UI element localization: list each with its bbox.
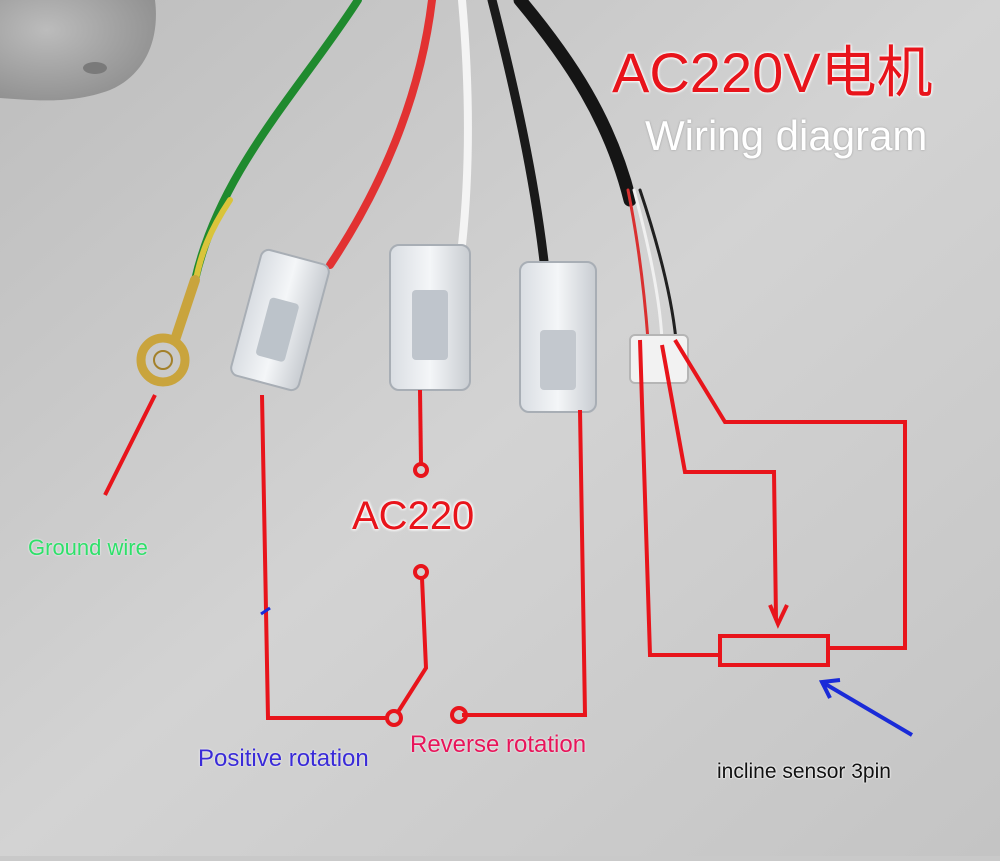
supply-terminal-bottom — [413, 564, 429, 580]
black-wire — [487, 0, 550, 275]
reverse-rotation-label: Reverse rotation — [410, 731, 587, 758]
page-title: AC220V电机 — [612, 41, 933, 104]
ground-pointer-line — [103, 394, 157, 496]
blue-tick-mark — [260, 606, 271, 616]
motor-housing — [0, 0, 156, 101]
ground-wire-label: Ground wire — [28, 535, 148, 560]
sensor-wire-black — [638, 188, 678, 342]
connector-white — [389, 244, 471, 391]
positive-rotation-label: Positive rotation — [198, 745, 369, 772]
switch-contact-reverse — [450, 706, 468, 724]
sensor-wire-white — [632, 188, 664, 342]
schematic — [103, 338, 907, 727]
sensor-pointer-arrow — [818, 678, 914, 737]
connector-red — [230, 248, 330, 392]
red-wire — [326, 0, 436, 269]
supply-terminal-top — [413, 462, 429, 478]
wire-bundle — [191, 0, 678, 342]
switch-arm — [396, 577, 429, 714]
sensor-wire-wiper — [660, 344, 778, 621]
motor-hole — [83, 62, 107, 74]
positive-rotation-wire — [260, 394, 388, 720]
potentiometer-resistor — [718, 634, 830, 667]
page-subtitle: Wiring diagram — [645, 112, 928, 159]
sensor-cable — [513, 0, 637, 207]
white-wire — [458, 0, 472, 249]
sensor-wire-right — [673, 338, 907, 650]
reverse-rotation-wire — [462, 409, 588, 717]
supply-label: AC220 — [352, 494, 475, 538]
switch-contact-positive — [385, 709, 403, 727]
sensor-wire-red — [626, 188, 650, 342]
supply-top-wire — [418, 389, 423, 465]
wiper-arrowhead — [768, 604, 789, 629]
connector-black — [519, 261, 597, 413]
incline-sensor-label: incline sensor 3pin — [717, 760, 891, 783]
ground-ring-terminal — [136, 275, 200, 387]
sensor-wire-left — [638, 339, 720, 657]
